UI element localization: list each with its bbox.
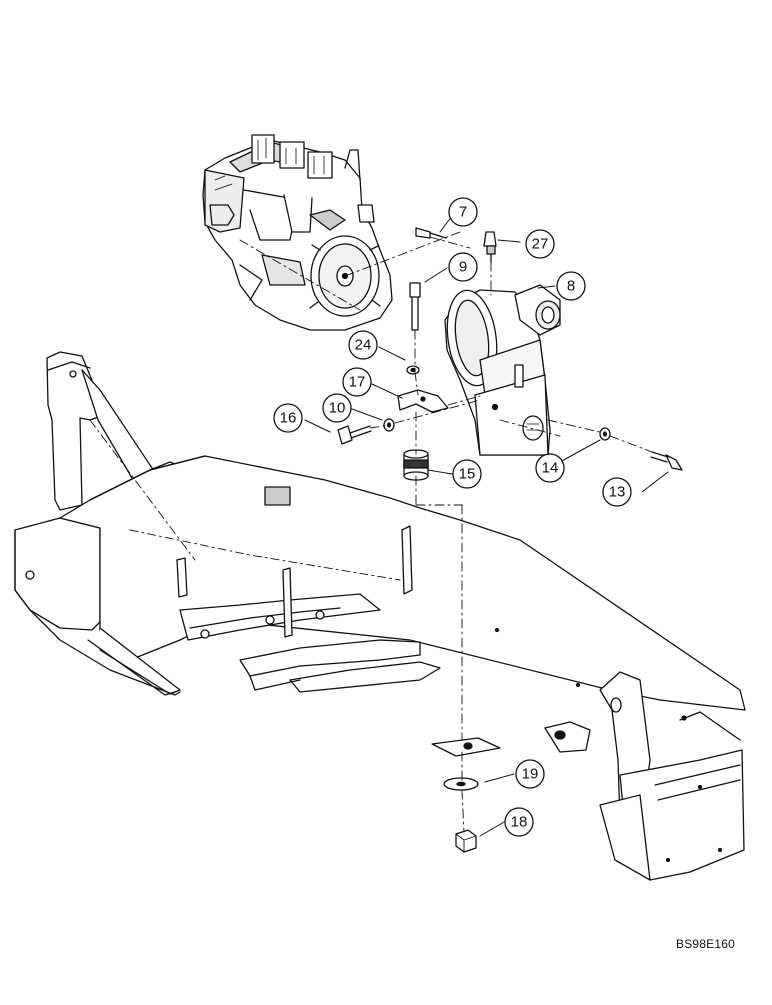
callout-24: 24 [355, 337, 372, 354]
bolt-16 [337, 425, 372, 445]
callout-18-circle [504, 807, 534, 837]
callout-18: 18 [511, 814, 528, 831]
callout-leaders [304, 215, 669, 837]
callout-17-circle [342, 367, 372, 397]
callout-10-circle [322, 393, 352, 423]
bolt-7 [415, 227, 447, 239]
washer-19 [443, 777, 479, 791]
nut-18 [455, 829, 477, 853]
callout-9: 9 [459, 259, 467, 276]
loader-frame-left [14, 351, 746, 711]
callout-10: 10 [329, 400, 346, 417]
callout-7-circle [448, 197, 478, 227]
plate-lower [431, 737, 501, 757]
drawing-reference-code: BS98E160 [676, 937, 735, 951]
callout-19-circle [515, 759, 545, 789]
callout-14-circle [535, 453, 565, 483]
callout-13: 13 [609, 484, 626, 501]
callout-8-circle [556, 271, 586, 301]
bell-housing [444, 284, 561, 456]
callout-bubbles [273, 197, 632, 837]
callout-16-circle [273, 403, 303, 433]
callout-15: 15 [459, 466, 476, 483]
engine-assembly [202, 134, 393, 331]
callout-17: 17 [349, 374, 366, 391]
callout-14: 14 [542, 460, 559, 477]
callout-15-circle [452, 459, 482, 489]
callout-labels: 7 27 9 8 24 17 10 16 15 14 13 19 18 [280, 204, 626, 831]
callout-9-circle [448, 252, 478, 282]
sensor-27 [483, 231, 497, 263]
callout-7: 7 [459, 204, 467, 221]
assembly-centerlines [89, 231, 653, 833]
bracket-17 [397, 389, 449, 413]
callout-13-circle [602, 477, 632, 507]
bolt-13 [650, 451, 683, 471]
bolt-9 [409, 282, 421, 331]
callout-24-circle [348, 330, 378, 360]
loader-frame-right [544, 671, 745, 881]
callout-8: 8 [567, 278, 575, 295]
callout-16: 16 [280, 410, 297, 427]
callout-19: 19 [522, 766, 539, 783]
callout-27-circle [525, 229, 555, 259]
isolator-15 [403, 449, 429, 481]
washer-24 [406, 365, 420, 375]
callout-27: 27 [532, 236, 549, 253]
washer-14 [599, 427, 611, 441]
